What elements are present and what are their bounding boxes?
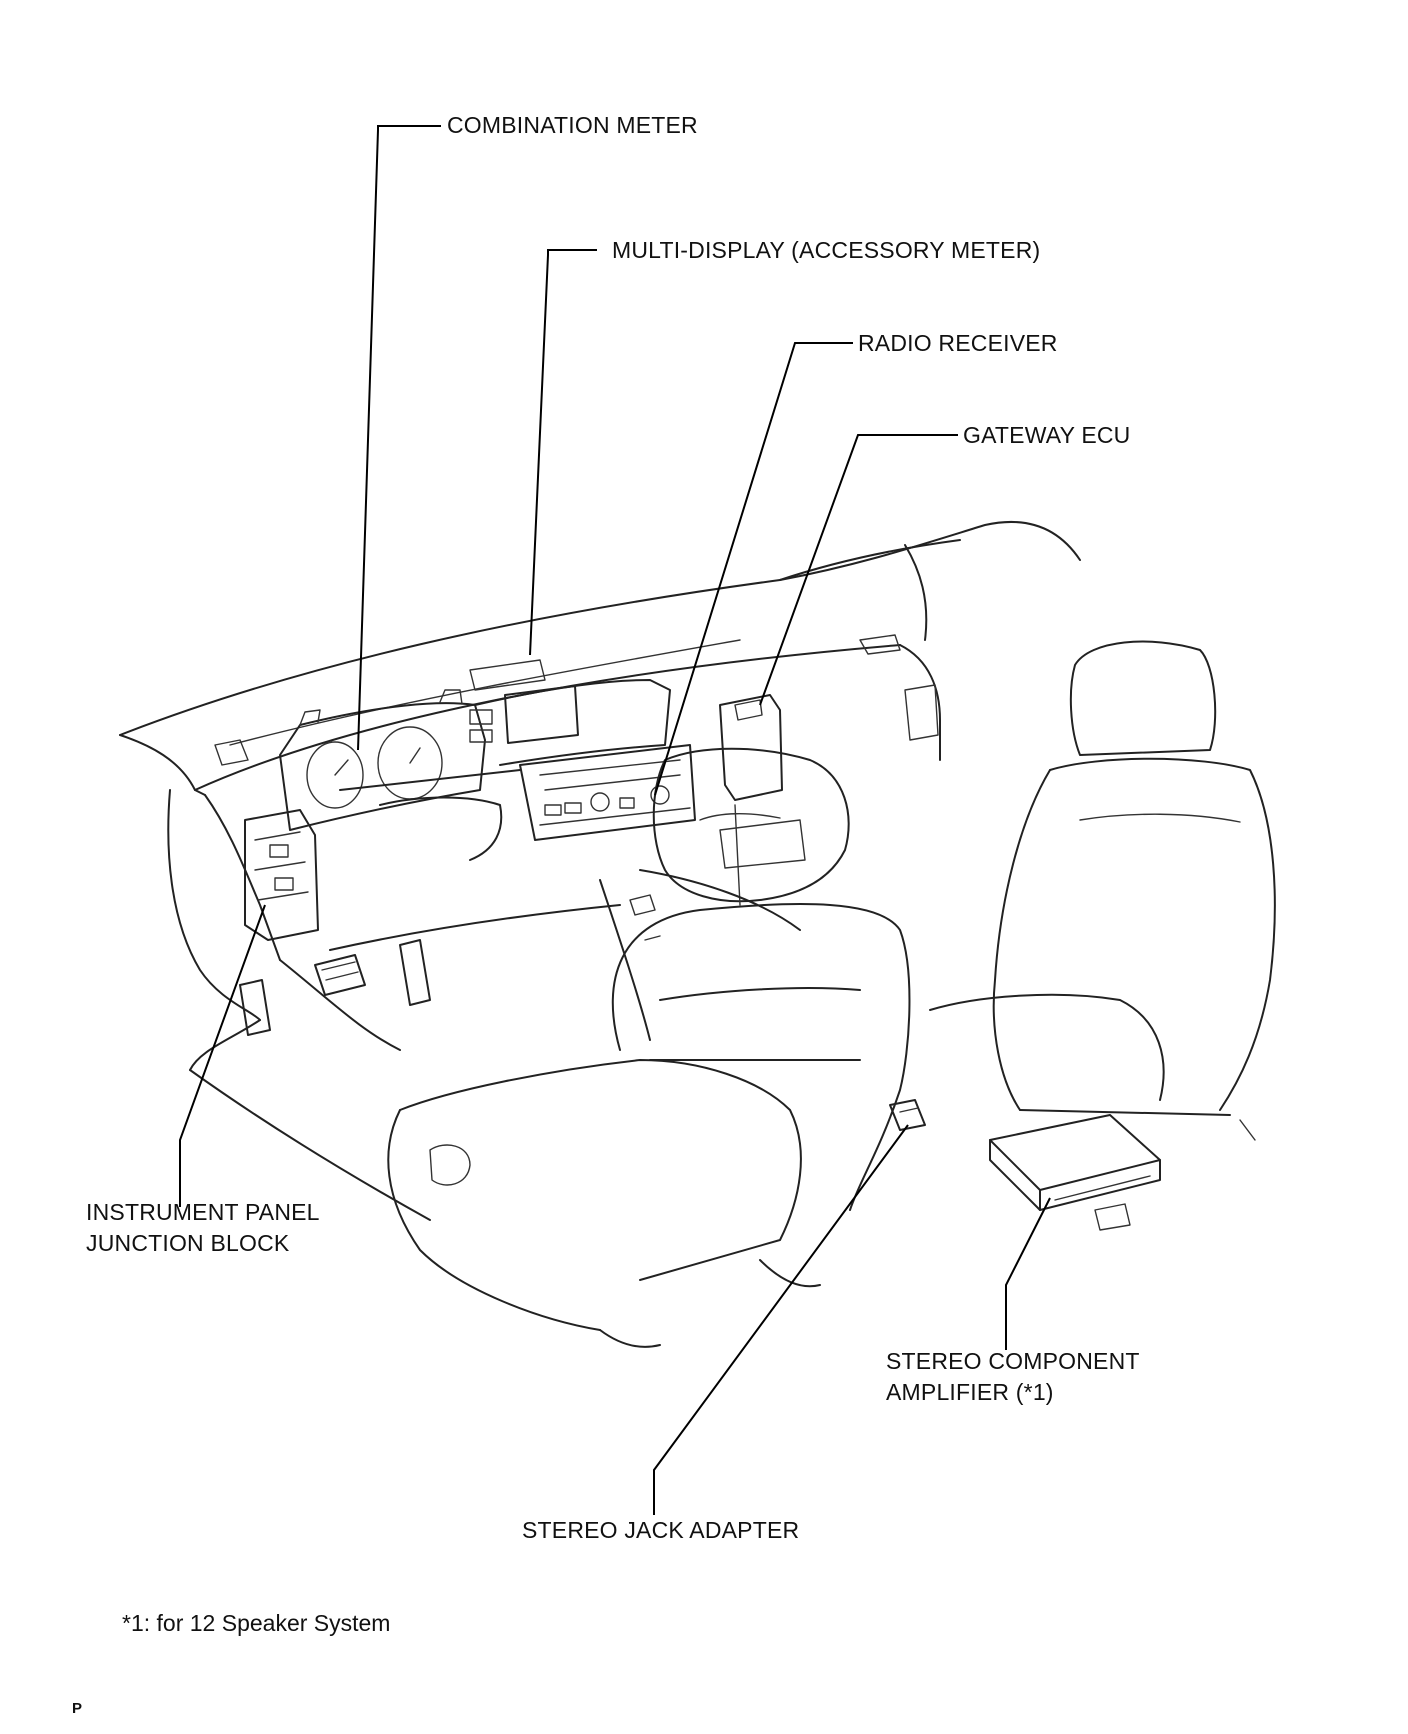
label-multi-display: MULTI-DISPLAY (ACCESSORY METER)	[612, 237, 1041, 263]
label-radio-receiver: RADIO RECEIVER	[858, 330, 1058, 356]
gateway-ecu-drawing	[719, 694, 783, 801]
label-stereo-amplifier-line1: STEREO COMPONENT	[886, 1348, 1140, 1374]
label-stereo-amplifier-line2: AMPLIFIER (*1)	[886, 1379, 1054, 1405]
floor-console-drawing	[189, 869, 801, 1221]
page-mark: P	[72, 1700, 83, 1717]
label-instrument-panel-jb-line1: INSTRUMENT PANEL	[86, 1199, 320, 1225]
multi-display-drawing	[469, 659, 671, 766]
steering-wheel-drawing	[652, 747, 850, 906]
leader-junction-block	[179, 904, 266, 1207]
leader-multi-display	[529, 249, 597, 656]
label-stereo-amplifier: STEREO COMPONENT AMPLIFIER (*1)	[886, 1346, 1140, 1408]
stereo-jack-adapter-drawing	[889, 1099, 926, 1131]
passenger-seat-drawing	[929, 640, 1276, 1141]
windshield-outline	[119, 520, 1081, 746]
leader-radio-receiver	[654, 342, 853, 796]
radio-receiver-drawing	[519, 744, 696, 841]
junction-block-drawing	[244, 809, 319, 941]
footnote: *1: for 12 Speaker System	[122, 1610, 391, 1636]
stereo-amplifier-drawing	[989, 1114, 1161, 1231]
leader-stereo-jack	[653, 1124, 909, 1515]
combination-meter-drawing	[279, 689, 486, 831]
leader-stereo-amplifier	[1005, 1197, 1051, 1350]
label-combination-meter: COMBINATION METER	[447, 112, 698, 138]
lower-dash-drawing	[329, 769, 806, 951]
label-instrument-panel-jb: INSTRUMENT PANEL JUNCTION BLOCK	[86, 1197, 320, 1259]
label-gateway-ecu: GATEWAY ECU	[963, 422, 1131, 448]
label-instrument-panel-jb-line2: JUNCTION BLOCK	[86, 1230, 290, 1256]
leader-combination-meter	[357, 125, 441, 751]
pedals-drawing	[239, 939, 431, 1036]
label-stereo-jack-adapter: STEREO JACK ADAPTER	[522, 1517, 800, 1543]
driver-seat-drawing	[387, 903, 911, 1348]
leader-lines	[179, 125, 1051, 1515]
leader-gateway-ecu	[759, 434, 958, 706]
